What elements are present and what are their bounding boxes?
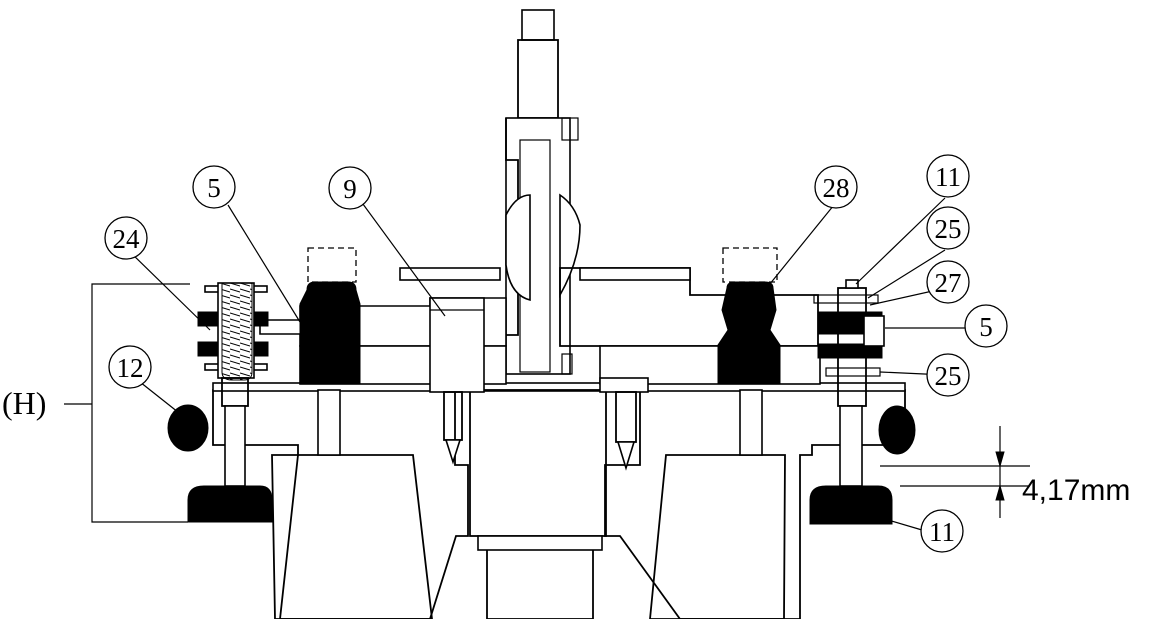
callout-5-right-label: 5 [979,312,993,342]
center-screw [443,377,649,471]
callout-5-right: 5 [964,304,1008,348]
central-spindle [505,9,581,375]
height-label: (H) [2,385,46,421]
springs [299,247,781,385]
leader-lines [64,197,1030,531]
housing-body [212,382,906,619]
dimension-label: 4,17mm [1022,474,1130,507]
callout-27: 27 [926,260,970,304]
callout-24: 24 [104,216,148,260]
callout-12: 12 [108,345,152,389]
callout-5-left-label: 5 [207,173,221,203]
callout-11-top-label: 11 [935,162,961,192]
callout-28: 28 [814,165,858,209]
callout-11-bottom-label: 11 [929,517,955,547]
callout-5-left: 5 [192,165,236,209]
callout-28-label: 28 [823,173,850,203]
callout-25-top-label: 25 [935,214,962,244]
callout-12-label: 12 [117,353,144,383]
callout-25-top: 25 [926,206,970,250]
left-adjuster-assembly [167,282,273,523]
callout-11-bottom: 11 [920,509,964,553]
callout-9-label: 9 [343,174,357,204]
callout-24-label: 24 [113,224,141,254]
callout-25-bottom: 25 [926,353,970,397]
callout-25-bottom-label: 25 [935,361,962,391]
callout-11-top: 11 [926,154,970,198]
callout-27-label: 27 [935,268,962,298]
right-adjuster-assembly [809,279,916,525]
callout-9: 9 [328,166,372,210]
